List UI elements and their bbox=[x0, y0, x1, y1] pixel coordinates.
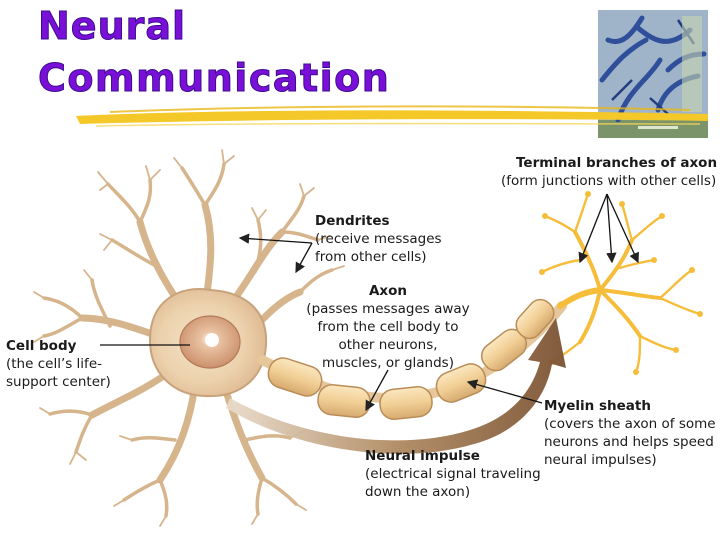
label-dendrites-desc-2: from other cells) bbox=[315, 249, 427, 265]
label-terminal-branches-desc-1: (form junctions with other cells) bbox=[501, 173, 717, 189]
label-cell-body-head: Cell body bbox=[6, 338, 77, 354]
label-dendrites: Dendrites (receive messages from other c… bbox=[315, 212, 442, 266]
label-terminal-branches-head: Terminal branches of axon bbox=[516, 155, 718, 171]
label-myelin-sheath-head: Myelin sheath bbox=[544, 398, 651, 414]
label-axon-head: Axon bbox=[368, 283, 408, 299]
label-axon: Axon (passes messages away from the cell… bbox=[306, 282, 470, 372]
label-neural-impulse-desc-2: down the axon) bbox=[365, 484, 471, 500]
label-neural-impulse-head: Neural impulse bbox=[365, 448, 480, 464]
label-neural-impulse: Neural impulse (electrical signal travel… bbox=[365, 447, 541, 501]
label-axon-desc-1: (passes messages away bbox=[306, 301, 470, 317]
label-neural-impulse-desc-1: (electrical signal traveling bbox=[365, 466, 541, 482]
label-axon-desc-4: muscles, or glands) bbox=[322, 355, 454, 371]
label-dendrites-head: Dendrites bbox=[315, 213, 390, 229]
label-axon-desc-2: from the cell body to bbox=[317, 319, 459, 335]
title-line-2: Communication bbox=[37, 56, 391, 101]
label-myelin-sheath: Myelin sheath (covers the axon of some n… bbox=[544, 397, 716, 469]
label-myelin-sheath-desc-2: neurons and helps speed bbox=[544, 434, 714, 450]
label-terminal-branches: Terminal branches of axon (form junction… bbox=[501, 154, 717, 190]
axon-terminal-branches bbox=[539, 191, 703, 375]
label-cell-body-desc-2: support center) bbox=[6, 374, 111, 390]
label-cell-body: Cell body (the cell’s life- support cent… bbox=[6, 337, 111, 391]
label-myelin-sheath-desc-3: neural impulses) bbox=[544, 452, 657, 468]
cell-body-shape bbox=[148, 288, 268, 398]
dendrite-branches bbox=[33, 149, 345, 527]
title-underline bbox=[76, 105, 708, 127]
label-dendrites-desc-1: (receive messages bbox=[315, 231, 442, 247]
myelin-segments bbox=[267, 298, 555, 420]
label-myelin-sheath-desc-1: (covers the axon of some bbox=[544, 416, 716, 432]
pointer-lines bbox=[100, 193, 639, 412]
label-cell-body-desc-1: (the cell’s life- bbox=[6, 356, 102, 372]
label-axon-desc-3: other neurons, bbox=[338, 337, 438, 353]
title-line-1: Neural bbox=[37, 4, 187, 49]
